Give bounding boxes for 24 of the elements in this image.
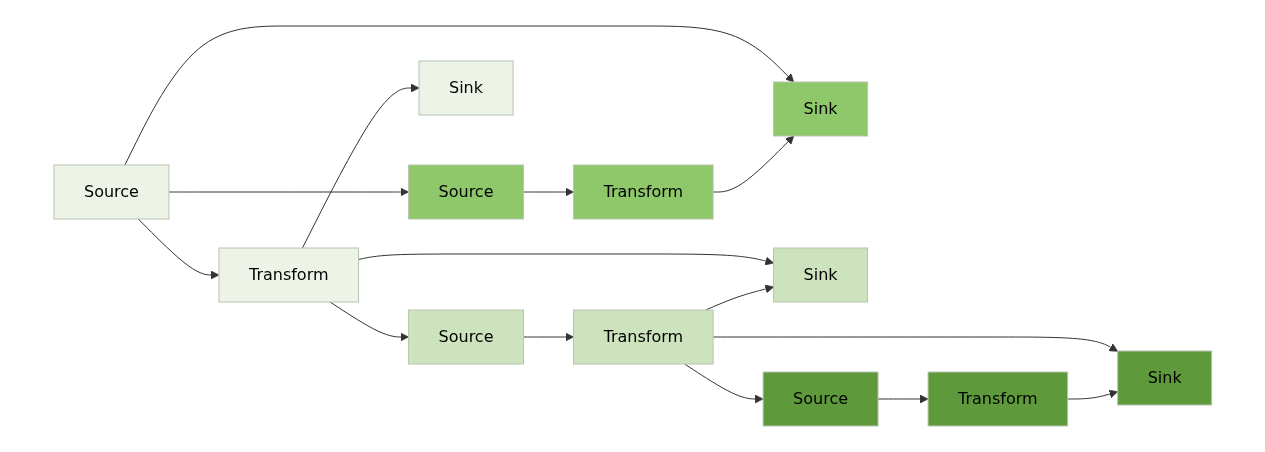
node-box: Transform [218, 247, 359, 303]
node-box: Sink [772, 247, 868, 303]
arrow [329, 301, 409, 342]
node-box: Sink [772, 81, 868, 137]
arrow [712, 135, 794, 193]
node-box: Transform [572, 309, 714, 365]
arrow [877, 394, 929, 404]
arrow [137, 218, 219, 280]
node-box: Sink [1116, 350, 1212, 406]
arrow [301, 83, 420, 249]
arrow [1066, 389, 1118, 400]
node-box: Source [762, 371, 879, 427]
node-box: Source [407, 309, 524, 365]
arrow [522, 187, 574, 197]
arrow [124, 25, 794, 166]
node-box: Transform [572, 164, 714, 220]
arrow [168, 187, 409, 197]
node-box: Source [407, 164, 524, 220]
arrow [357, 253, 774, 266]
arrow [712, 336, 1118, 352]
node-box: Source [53, 164, 170, 220]
node-box: Sink [418, 60, 514, 116]
arrow [522, 332, 574, 342]
node-box: Transform [927, 371, 1068, 427]
